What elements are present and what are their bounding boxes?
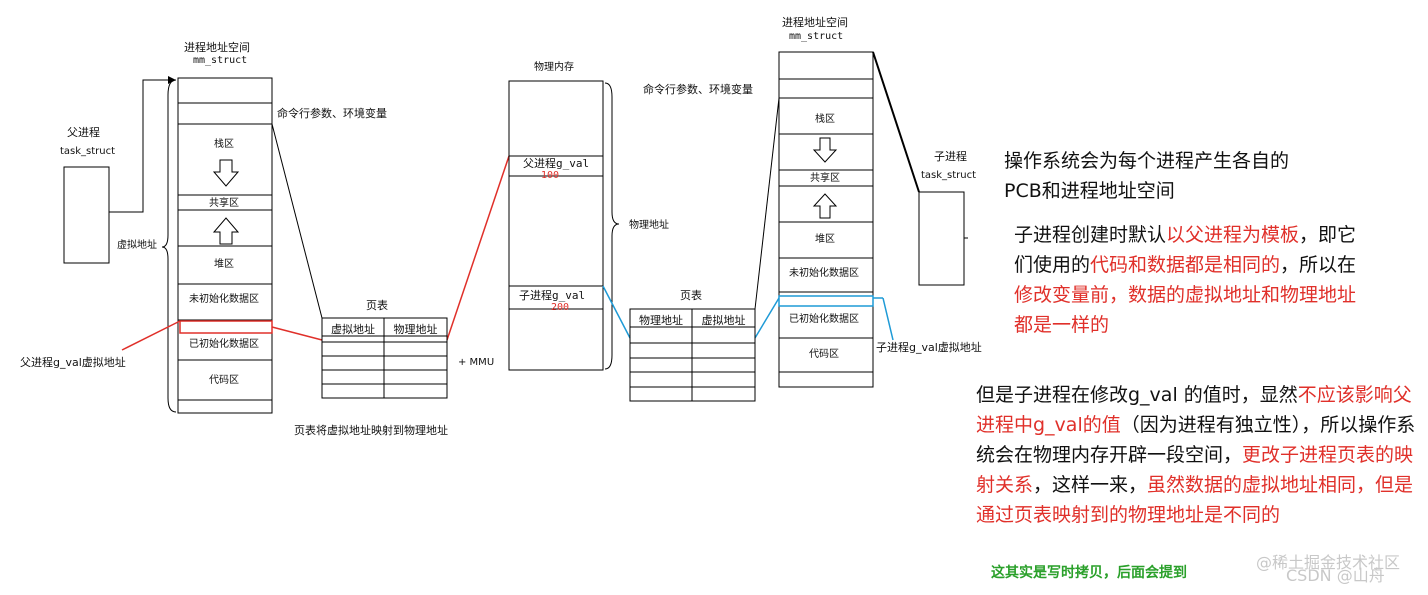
arrowhead (168, 76, 176, 84)
blue-line-physical (602, 285, 631, 339)
note-cow-green: 这其实是写时拷贝，后面会提到 (991, 565, 1187, 581)
right-space-subtitle: mm_struct (789, 31, 844, 42)
right-space-title: 进程地址空间 (782, 16, 848, 29)
physical-parent-value: 100 (541, 170, 560, 181)
connector (754, 97, 780, 310)
note-template-f: 修改变量前，数据的虚拟地址和物理地址都是一样的 (1014, 284, 1357, 336)
left-page-table-title: 页表 (366, 299, 388, 312)
red-line-to-physical (446, 155, 510, 341)
right-bss-label: 未初始化数据区 (789, 268, 859, 279)
note-template-c: ，即它们使用的 (1014, 224, 1357, 276)
red-line-parent-label (121, 320, 181, 351)
left-page-table-caption: 页表将虚拟地址映射到物理地址 (294, 424, 448, 437)
left-space-subtitle: mm_struct (193, 55, 248, 66)
note-cow-a: 但是子进程在修改g_val 的值时，显然 (976, 384, 1298, 406)
note-template-d: 代码和数据都是相同的 (1090, 254, 1281, 276)
physical-memory-box (508, 80, 604, 371)
right-code-label: 代码区 (809, 349, 839, 360)
right-cmdline-label: 命令行参数、环境变量 (643, 83, 753, 96)
left-page-table-col1: 虚拟地址 (331, 323, 375, 336)
heap-up-arrow (212, 217, 240, 245)
left-shared-label: 共享区 (209, 198, 239, 209)
connector (271, 123, 323, 319)
physical-child-value: 200 (551, 302, 570, 313)
left-virtual-label: 虚拟地址 (117, 240, 157, 251)
right-page-table-col2: 虚拟地址 (701, 314, 746, 327)
stack-down-arrow (212, 159, 240, 187)
right-page-table-col1: 物理地址 (639, 314, 683, 327)
note-template-a: 子进程创建时默认 (1014, 224, 1167, 246)
right-data-label: 已初始化数据区 (789, 314, 859, 325)
note-cow-c: （因为进程有独立性），所以操作系统会在物理内存开辟一段空间， (976, 414, 1416, 466)
note-template: 子进程创建时默认以父进程为模板，即它们使用的代码和数据都是相同的，所以在修改变量… (1014, 220, 1364, 340)
physical-brace (604, 82, 620, 370)
right-gval-highlight (778, 295, 874, 307)
blue-line-right-table (754, 297, 780, 339)
right-stack-down-arrow (812, 137, 838, 163)
blue-line-child-label-2 (882, 297, 894, 341)
left-cmdline-label: 命令行参数、环境变量 (277, 107, 387, 120)
left-code-label: 代码区 (209, 375, 239, 386)
right-heap-up-arrow (812, 193, 838, 219)
note-cow-d: 更改子进程页表的映射关系 (976, 444, 1414, 496)
left-data-label: 已初始化数据区 (189, 339, 259, 350)
watermark-csdn: CSDN @山舟 (1286, 566, 1385, 585)
parent-title: 父进程 (67, 126, 100, 139)
right-page-table-title: 页表 (680, 289, 702, 302)
note-cow-b: 不应该影响父进程中g_val的值 (976, 384, 1412, 436)
right-heap-label: 堆区 (815, 234, 835, 245)
left-brace (161, 79, 177, 413)
child-to-space-line (872, 51, 920, 193)
left-page-table-col2: 物理地址 (393, 323, 438, 336)
right-stack-label: 栈区 (815, 114, 835, 125)
parent-to-space-arrow (109, 79, 176, 213)
child-title: 子进程 (934, 150, 967, 163)
child-task-struct-box (918, 191, 965, 286)
physical-child-cell: 子进程g_val (519, 289, 586, 302)
left-space-title: 进程地址空间 (184, 41, 250, 54)
physical-memory-title: 物理内存 (534, 62, 574, 73)
child-gval-label: 子进程g_val虚拟地址 (876, 341, 982, 354)
note-template-e: ，所以在 (1280, 254, 1357, 276)
watermark-juejin: @稀土掘金技术社区 (1256, 553, 1401, 572)
note-cow-f: 虽然数据的虚拟地址相同，但是通过页表映射到的物理地址是不同的 (976, 474, 1414, 526)
parent-struct-label: task_struct (60, 146, 116, 157)
child-struct-label: task_struct (921, 170, 977, 181)
physical-brace-label: 物理地址 (629, 220, 669, 231)
left-bss-label: 未初始化数据区 (189, 294, 259, 305)
left-heap-label: 堆区 (214, 259, 234, 270)
left-gval-highlight (179, 320, 273, 334)
right-shared-label: 共享区 (810, 173, 840, 184)
note-cow-e: ，这样一来， (1033, 474, 1148, 496)
physical-parent-cell: 父进程g_val (523, 157, 590, 170)
right-space-box (778, 51, 874, 388)
red-line-to-page-table (271, 326, 323, 341)
mmu-label: + MMU (458, 357, 495, 368)
note-template-b: 以父进程为模板 (1166, 224, 1300, 246)
parent-task-struct-box (63, 166, 110, 264)
note-cow: 但是子进程在修改g_val 的值时，显然不应该影响父进程中g_val的值（因为进… (976, 380, 1421, 530)
parent-gval-label: 父进程g_val虚拟地址 (20, 356, 126, 369)
left-stack-label: 栈区 (214, 139, 234, 150)
note-pcb: 操作系统会为每个进程产生各自的PCB和进程地址空间 (1004, 150, 1290, 202)
